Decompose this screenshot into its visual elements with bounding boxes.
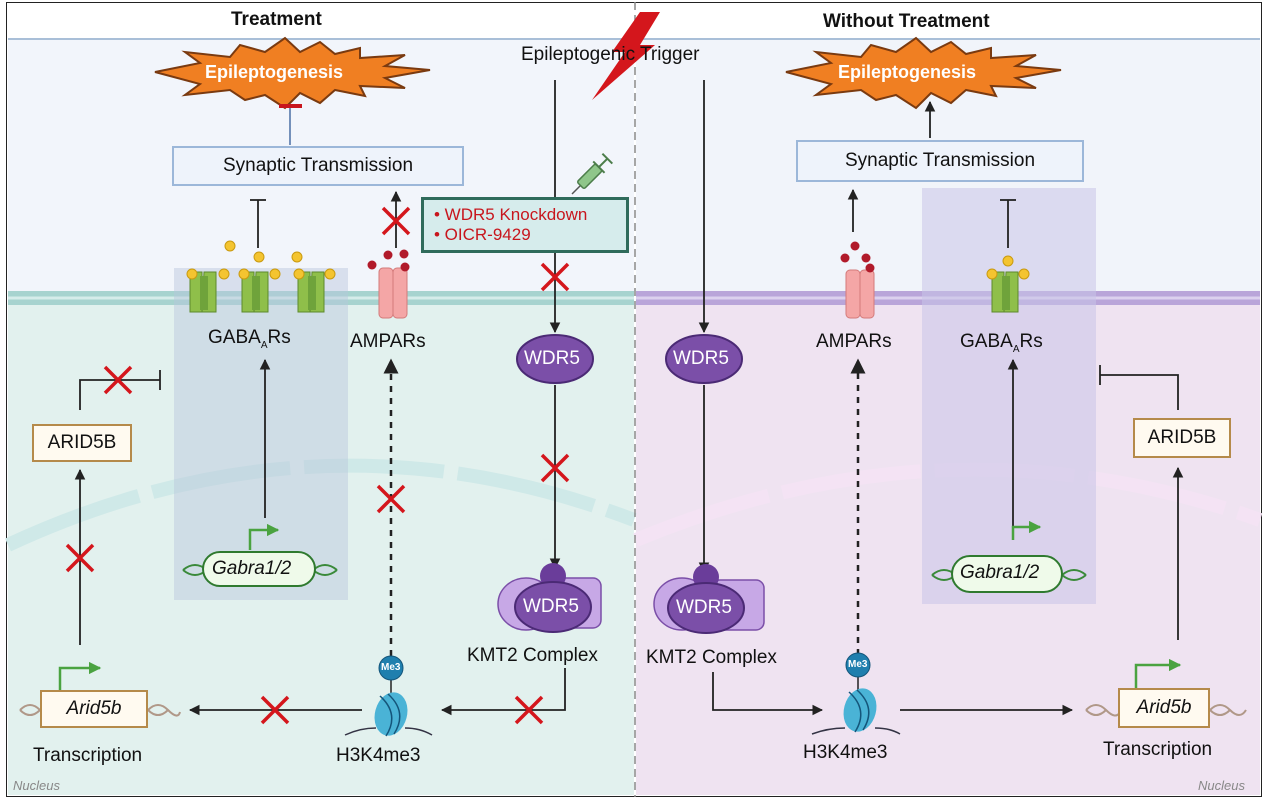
left-block-x-kmt2	[514, 695, 544, 725]
left-nuclear-envelope	[5, 458, 637, 552]
left-gaba-label: GABAARs	[208, 327, 291, 351]
left-block-x-h3k4-ampa	[376, 484, 406, 514]
right-me3-label: Me3	[848, 659, 868, 670]
left-kmt2-complex	[497, 563, 602, 633]
left-nucleosome	[344, 655, 433, 737]
left-gabra-gene-box	[202, 551, 316, 587]
left-gaba-text: GABA	[208, 327, 261, 348]
syringe-icon	[571, 152, 614, 195]
left-wdr5-label: WDR5	[524, 348, 580, 369]
right-gabra-gene-box	[951, 555, 1063, 593]
right-transcription-label: Transcription	[1103, 739, 1213, 760]
left-gaba-receptors	[186, 240, 336, 313]
left-panel-title: Treatment	[231, 9, 322, 30]
right-ampa-label: AMPARs	[816, 331, 892, 352]
right-kmt2-complex	[653, 564, 765, 634]
right-epileptogenesis-label: Epileptogenesis	[838, 62, 977, 82]
right-gabra-gene-label: Gabra1/2	[960, 562, 1040, 583]
left-transcription-label: Transcription	[33, 745, 143, 766]
left-ampa-receptor	[367, 249, 410, 319]
right-gaba-receptor	[986, 255, 1030, 313]
right-gaba-highlight	[922, 188, 1096, 604]
right-gaba-sub: A	[1012, 343, 1020, 355]
left-block-x-ampa	[381, 206, 411, 236]
left-block-x-arid5b-gene	[65, 543, 95, 573]
left-block-x-h3k4-arid	[260, 695, 290, 725]
right-panel-title: Without Treatment	[823, 11, 990, 32]
left-gaba-suffix: Rs	[267, 327, 291, 348]
left-kmt2-to-h3k4-arrow	[440, 668, 566, 716]
left-kmt2-label: KMT2 Complex	[467, 645, 598, 666]
epileptogenic-trigger-label: Epileptogenic Trigger	[521, 44, 700, 65]
diagram-frame	[6, 2, 1262, 797]
right-wdr5-protein	[665, 334, 743, 384]
left-ampa-label: AMPARs	[350, 331, 426, 352]
treatment-item-knockdown: • WDR5 Knockdown	[434, 205, 588, 224]
right-gaba-label: GABAARs	[960, 331, 1043, 355]
right-gaba-suffix: Rs	[1019, 331, 1043, 352]
left-block-x-wdr5	[540, 453, 570, 483]
left-arid5b-inhibit-line	[79, 379, 160, 410]
left-gaba-highlight	[174, 268, 348, 600]
right-epileptogenesis-burst	[785, 36, 1062, 110]
right-ampa-receptor	[840, 241, 875, 319]
right-kmt2-to-h3k4-arrow	[712, 672, 824, 716]
left-kmt2-wdr5-label: WDR5	[523, 596, 579, 617]
right-nucleosome	[811, 652, 901, 735]
left-block-x-arid5b	[103, 365, 133, 395]
left-h3k4me3-label: H3K4me3	[336, 745, 421, 766]
left-me3-label: Me3	[381, 662, 401, 673]
right-arid5b-inhibit-line	[1100, 374, 1179, 410]
left-arid5b-protein-box: ARID5B	[32, 424, 132, 462]
right-synaptic-transmission-box: Synaptic Transmission	[796, 140, 1084, 182]
treatment-box: • WDR5 Knockdown • OICR-9429	[421, 197, 629, 253]
left-epileptogenesis-burst	[154, 36, 431, 110]
right-arid-dna	[1085, 658, 1247, 717]
left-arid5b-gene-box: Arid5b	[40, 690, 148, 728]
left-gabra-gene-label: Gabra1/2	[212, 558, 292, 579]
left-block-x-trigger	[540, 262, 570, 292]
left-gaba-sub: A	[260, 339, 268, 351]
left-synaptic-transmission-box: Synaptic Transmission	[172, 146, 464, 186]
right-nucleus-label: Nucleus	[1198, 778, 1245, 793]
right-h3k4me3-label: H3K4me3	[803, 742, 888, 763]
right-arid5b-gene-box: Arid5b	[1118, 688, 1210, 728]
treatment-item-oicr: • OICR-9429	[434, 225, 531, 244]
right-wdr5-label: WDR5	[673, 348, 729, 369]
right-arid5b-protein-box: ARID5B	[1133, 418, 1231, 458]
left-nucleus-label: Nucleus	[13, 778, 60, 793]
left-epileptogenesis-label: Epileptogenesis	[205, 62, 344, 82]
right-kmt2-label: KMT2 Complex	[646, 647, 777, 668]
lightning-icon	[592, 12, 660, 100]
right-kmt2-wdr5-label: WDR5	[676, 597, 732, 618]
right-gaba-text: GABA	[960, 331, 1013, 352]
left-wdr5-protein	[516, 334, 594, 384]
